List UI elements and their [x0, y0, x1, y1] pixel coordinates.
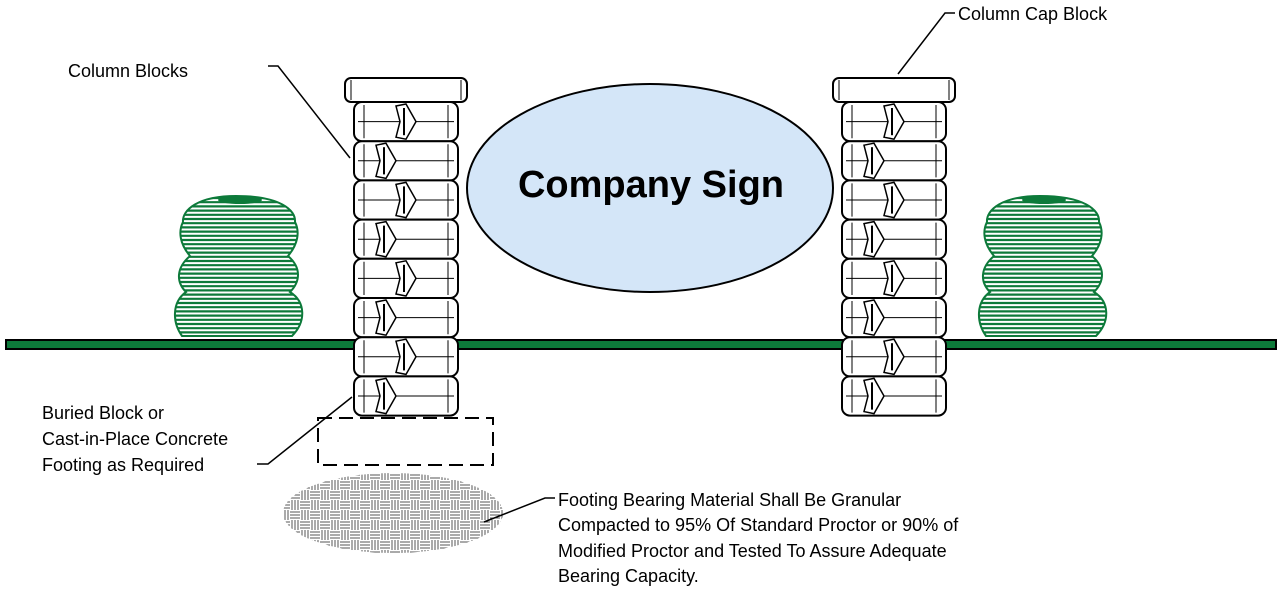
- column-block: [841, 336, 947, 378]
- column-block: [841, 179, 947, 221]
- label-footing-note-line-3: Modified Proctor and Tested To Assure Ad…: [558, 541, 947, 561]
- column-block: [841, 257, 947, 299]
- company-sign-text: Company Sign: [517, 164, 785, 206]
- label-footing-note-line-2: Compacted to 95% Of Standard Proctor or …: [558, 515, 959, 535]
- label-buried-block-line-2: Cast-in-Place Concrete: [42, 429, 229, 449]
- column-block: [353, 297, 459, 339]
- column-block: [353, 101, 459, 143]
- leader-column-blocks: [268, 65, 351, 159]
- label-column-cap-block: Column Cap Block: [958, 4, 1108, 24]
- label-footing-note-line-1: Footing Bearing Material Shall Be Granul…: [558, 490, 902, 510]
- column-cap-block: [344, 77, 468, 103]
- column-block: [841, 218, 947, 260]
- shrub-left: [174, 194, 304, 337]
- leader-column-cap: [897, 12, 955, 75]
- column-block: [353, 375, 459, 417]
- ground-line: [5, 339, 1277, 350]
- label-buried-block-line-3: Footing as Required: [42, 455, 205, 475]
- column-block: [353, 218, 459, 260]
- label-column-blocks: Column Blocks: [68, 61, 189, 81]
- column-block: [353, 179, 459, 221]
- label-footing-note-line-4: Bearing Capacity.: [558, 566, 699, 586]
- column-block: [353, 257, 459, 299]
- label-buried-block-line-1: Buried Block or: [42, 403, 165, 423]
- column-block: [841, 297, 947, 339]
- column-block: [841, 375, 947, 417]
- leader-buried-block: [257, 396, 353, 465]
- footing-outline: [317, 417, 494, 466]
- column-cap-block: [832, 77, 956, 103]
- column-left: [344, 77, 468, 417]
- shrub-right: [978, 194, 1108, 337]
- column-right: [832, 77, 956, 417]
- column-block: [353, 336, 459, 378]
- column-block: [841, 101, 947, 143]
- company-sign-oval: [466, 83, 834, 293]
- column-block: [353, 140, 459, 182]
- leader-footing-note: [483, 497, 555, 523]
- granular-bearing-material: [283, 473, 503, 553]
- column-block: [841, 140, 947, 182]
